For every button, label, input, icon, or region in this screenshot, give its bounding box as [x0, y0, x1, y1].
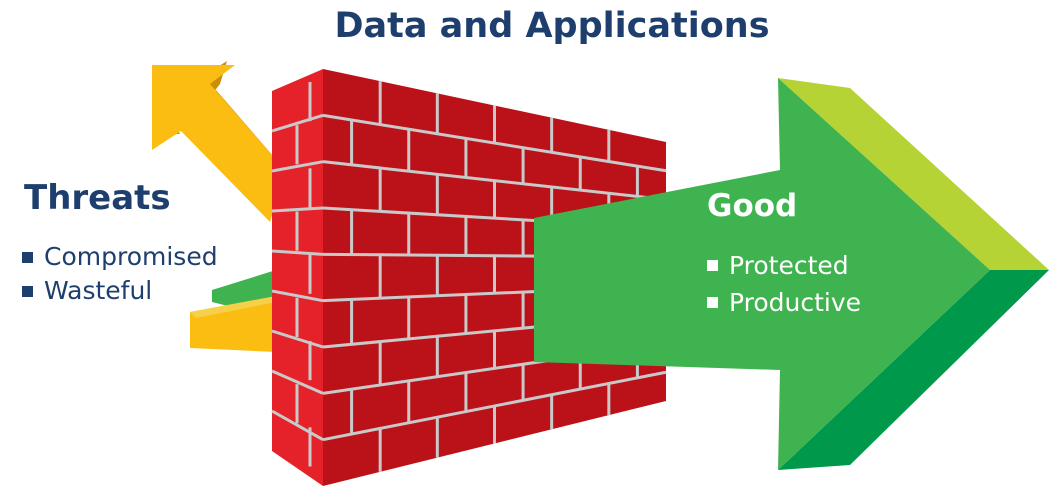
mortar-line [271, 369, 324, 395]
firewall-brick-wall [271, 69, 667, 486]
square-bullet-icon [22, 285, 33, 297]
square-bullet-icon [22, 251, 33, 263]
mortar-line [271, 206, 324, 213]
good-list-item: Productive [707, 284, 861, 321]
mortar-line [271, 329, 324, 349]
mortar-line [271, 249, 324, 256]
diagram-title: Data and Applications [334, 6, 770, 46]
blocked-yellow-arrow [190, 296, 276, 352]
passing-green-arrow [534, 78, 1049, 470]
threats-list-item: Wasteful [22, 274, 218, 308]
deflected-yellow-arrow [152, 61, 292, 222]
square-bullet-icon [707, 260, 718, 271]
mortar-line [271, 289, 324, 303]
good-list: Protected Productive [707, 247, 861, 321]
good-label-productive: Productive [729, 288, 862, 317]
threats-list-item: Compromised [22, 240, 218, 274]
good-list-item: Protected [707, 247, 861, 284]
mortar-line [271, 409, 324, 441]
mortar-line [271, 160, 324, 173]
good-heading: Good [707, 188, 798, 224]
good-label-protected: Protected [729, 251, 849, 280]
threats-heading: Threats [24, 178, 171, 218]
square-bullet-icon [707, 297, 718, 308]
threat-label-compromised: Compromised [44, 242, 218, 271]
threats-list: Compromised Wasteful [22, 240, 218, 308]
threat-label-wasteful: Wasteful [44, 276, 153, 305]
mortar-line [271, 113, 324, 133]
